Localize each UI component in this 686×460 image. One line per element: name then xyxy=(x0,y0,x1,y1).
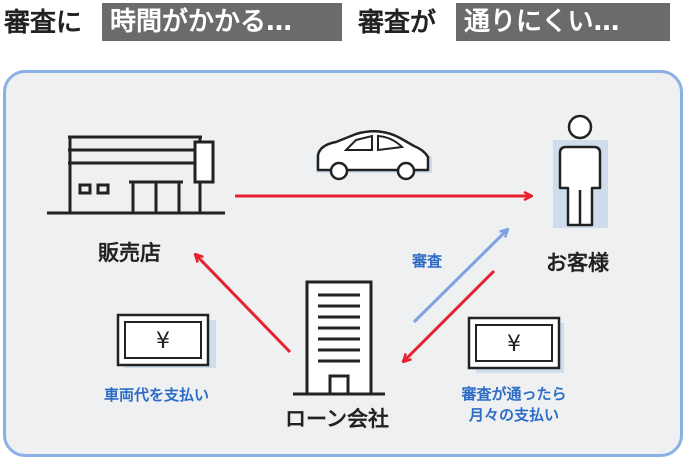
yen-sign: ¥ xyxy=(156,329,170,354)
screening-label: 審査 xyxy=(412,252,443,270)
loan-company-label: ローン会社 xyxy=(285,407,389,431)
customer-label: お客様 xyxy=(546,251,609,275)
banknote-icon: ¥ xyxy=(116,313,216,368)
header-right-highlight: 通りにくい… xyxy=(456,3,670,41)
building-icon xyxy=(293,280,385,396)
car-icon xyxy=(316,130,432,181)
header-right-prefix: 審査が xyxy=(358,8,437,38)
arrow-screening-request xyxy=(412,229,508,324)
header-left-highlight: 時間がかかる… xyxy=(102,3,342,41)
header-bar: 審査に 時間がかかる… 審査が 通りにくい… xyxy=(0,0,686,46)
dealer-label: 販売店 xyxy=(98,241,161,265)
store-icon xyxy=(47,135,225,215)
monthly-payment-label: 審査が通ったら 月々の支払い xyxy=(450,384,578,426)
yen-sign: ¥ xyxy=(507,332,521,357)
pay-dealer-label: 車両代を支払い xyxy=(104,386,210,404)
monthly-payment-line1: 審査が通ったら xyxy=(461,385,567,403)
person-icon xyxy=(553,114,608,228)
arrow-loan-to-dealer xyxy=(195,254,292,354)
arrow-customer-to-loan xyxy=(403,269,496,362)
monthly-payment-line2: 月々の支払い xyxy=(468,406,559,424)
banknote-icon: ¥ xyxy=(467,316,564,373)
header-left-prefix: 審査に xyxy=(4,8,83,38)
